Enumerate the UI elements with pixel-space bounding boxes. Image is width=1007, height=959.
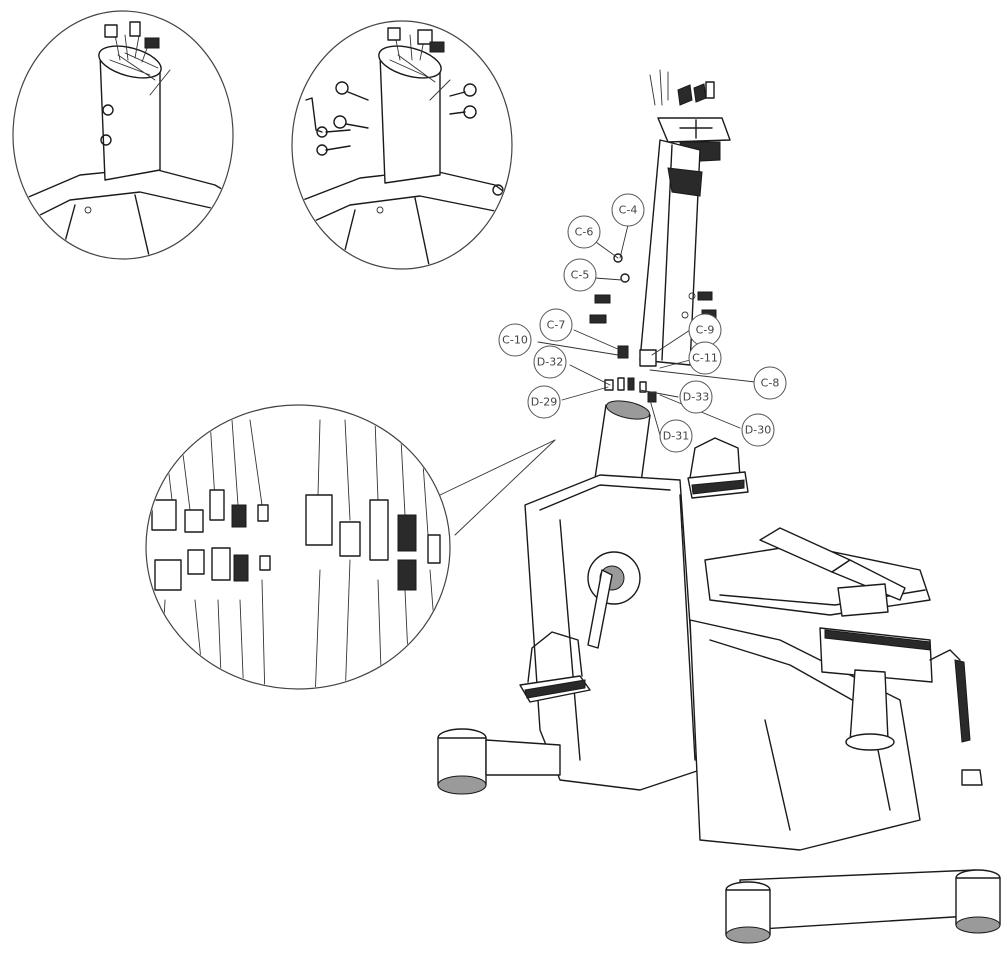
bike-assembly: C-4 C-6 C-5 C-7 C-10 C-9 C-11 C-8 — [437, 69, 1001, 944]
callout-C-11: C-11 — [688, 341, 722, 375]
leader-lines — [537, 224, 756, 436]
callout-label: C-7 — [547, 319, 566, 332]
bolt-set-left — [305, 81, 369, 156]
callout-label: D-29 — [531, 396, 557, 409]
callout-label: C-6 — [575, 226, 594, 239]
callout-C-10: C-10 — [498, 323, 532, 357]
callout-D-29: D-29 — [527, 385, 561, 419]
callout-D-32: D-32 — [533, 345, 567, 379]
callout-D-30: D-30 — [741, 413, 775, 447]
callout-C-4: C-4 — [611, 193, 645, 227]
seat-carriage — [704, 527, 983, 786]
callout-C-8: C-8 — [753, 366, 787, 400]
main-housing — [519, 474, 701, 791]
callout-C-5: C-5 — [563, 258, 597, 292]
callout-C-9: C-9 — [688, 313, 722, 347]
callout-C-7: C-7 — [539, 308, 573, 342]
callout-label: D-32 — [537, 356, 563, 369]
rear-stabilizer — [725, 869, 1001, 944]
callout-label: C-4 — [619, 204, 638, 217]
front-stabilizer — [437, 728, 561, 795]
detail-view-2-fastening — [291, 20, 513, 270]
right-pedal — [687, 437, 749, 499]
callout-label: C-9 — [696, 324, 715, 337]
callout-label: C-8 — [761, 377, 780, 390]
callout-label: C-5 — [571, 269, 590, 282]
detail-view-3-connectors — [145, 404, 556, 690]
callout-label: C-11 — [692, 352, 718, 365]
callout-label: D-30 — [745, 424, 771, 437]
detail-view-1-cable-routing — [12, 10, 234, 260]
callout-D-31: D-31 — [659, 419, 693, 453]
callout-label: D-31 — [663, 430, 689, 443]
callout-label: C-10 — [502, 334, 528, 347]
callout-C-6: C-6 — [567, 215, 601, 249]
callout-label: D-33 — [683, 391, 709, 404]
console-mast — [589, 69, 731, 403]
callout-D-33: D-33 — [679, 380, 713, 414]
